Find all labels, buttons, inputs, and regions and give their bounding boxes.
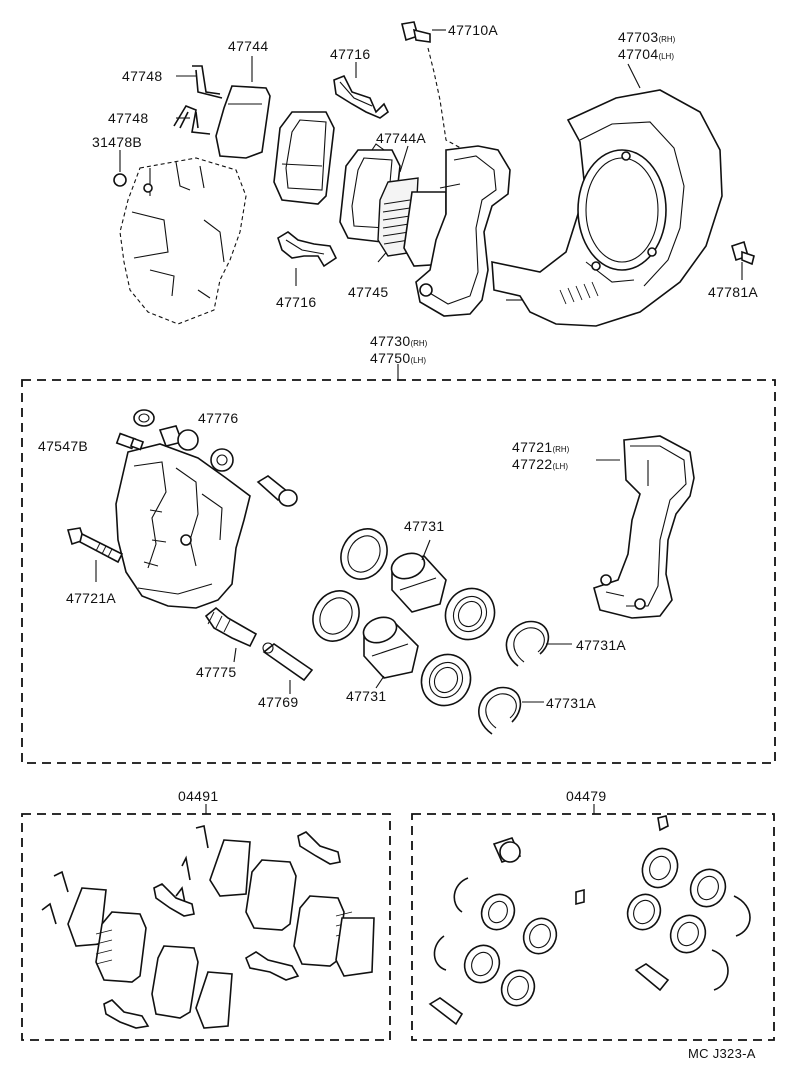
label-47750-side: (LH): [410, 356, 426, 365]
label-47721: 47721: [512, 439, 553, 455]
slide-pin-upper: [256, 475, 298, 507]
disc-brake-dust-cover: [491, 89, 723, 327]
pad-kit-parts: [41, 825, 375, 1029]
anti-squeal-clip-lower: [173, 105, 211, 135]
disc-pad-with-shim: [377, 177, 447, 267]
caliper-mounting-bracket-upper: [415, 145, 511, 317]
label-47703-side: (RH): [658, 35, 676, 44]
label-47704-side: (LH): [658, 52, 674, 61]
pad-support-plate-lower: [277, 231, 338, 268]
label-47748-lower: 47748: [108, 110, 149, 126]
label-47730: 47730: [370, 333, 411, 349]
label-47744: 47744: [228, 38, 269, 54]
label-47776: 47776: [198, 410, 239, 426]
label-47730-side: (RH): [410, 339, 428, 348]
slide-pin-47769: [262, 642, 314, 682]
disc-pad-outer: [273, 111, 335, 205]
piston-upper: [390, 552, 447, 613]
label-47721-side: (RH): [552, 445, 570, 454]
bolt-47710a: [401, 21, 431, 43]
anti-squeal-shim: [215, 85, 271, 159]
bolt-47781a: [731, 240, 755, 266]
label-47721-47722: 47721(RH) 47722(LH): [512, 440, 569, 474]
label-47775: 47775: [196, 664, 237, 680]
label-47547b: 47547B: [38, 438, 89, 454]
caliper-bolt: [66, 527, 124, 564]
label-47721a: 47721A: [66, 590, 117, 606]
label-47731a-lower: 47731A: [546, 695, 597, 711]
label-47716-upper: 47716: [330, 46, 371, 62]
bolt-dashed-leader: [427, 47, 497, 163]
bleeder-plug: [115, 432, 145, 451]
piston-set-ring-upper: [505, 620, 550, 667]
piston-set-ring-lower: [478, 686, 522, 735]
pad-kit-frame: [21, 813, 391, 1041]
label-pad-kit: 04491: [178, 788, 219, 804]
leader-47775: [233, 647, 237, 663]
label-47710a: 47710A: [448, 22, 499, 38]
label-47722-side: (LH): [552, 462, 568, 471]
label-47731-lower: 47731: [346, 688, 387, 704]
caliper-bush-cap: [133, 409, 234, 472]
label-caliper-assembly: 47730(RH) 47750(LH): [370, 334, 427, 368]
label-47722: 47722: [512, 456, 553, 472]
seal-kit-frame: [411, 813, 775, 1041]
label-47704: 47704: [618, 46, 659, 62]
piston-boot-ring-lower-left: [312, 590, 360, 642]
leader-47731-lower: [375, 675, 385, 689]
label-47748-upper: 47748: [122, 68, 163, 84]
anti-squeal-clip-upper: [192, 65, 223, 99]
caliper-assembly-frame: [21, 379, 776, 764]
label-47703: 47703: [618, 29, 659, 45]
label-31478b: 31478B: [92, 134, 143, 150]
label-47716-lower: 47716: [276, 294, 317, 310]
piston-seal-upper-right: [444, 587, 496, 641]
label-47703-47704: 47703(RH) 47704(LH): [618, 30, 675, 64]
piston-seal-lower-right: [420, 653, 472, 707]
label-47769: 47769: [258, 694, 299, 710]
slide-pin-47775: [204, 606, 258, 648]
seal-kit-parts: [428, 815, 751, 1026]
caliper-cylinder-body: [115, 443, 251, 609]
caliper-torque-plate: [593, 435, 695, 619]
piston-boot-ring-upper-left: [340, 528, 388, 580]
upper-caliper-body: [113, 157, 247, 325]
leader-47731-upper: [421, 539, 431, 561]
label-47750: 47750: [370, 350, 411, 366]
diagram-code: MC J323-A: [688, 1046, 756, 1061]
label-seal-kit: 04479: [566, 788, 607, 804]
label-47744a: 47744A: [376, 130, 427, 146]
label-47745: 47745: [348, 284, 389, 300]
label-47781a: 47781A: [708, 284, 759, 300]
piston-lower: [362, 616, 419, 679]
label-47731-upper: 47731: [404, 518, 445, 534]
pad-support-plate-upper: [333, 74, 390, 119]
label-47731a-upper: 47731A: [576, 637, 627, 653]
